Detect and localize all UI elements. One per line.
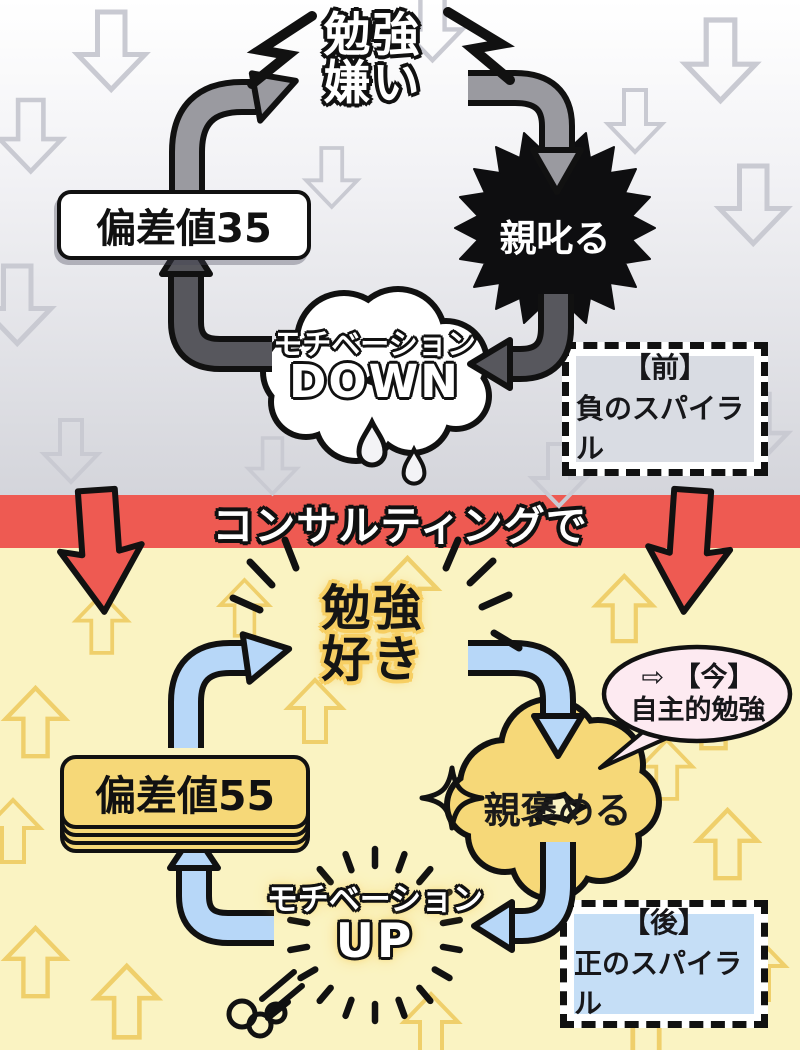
like-study-title: 勉強 好き <box>321 580 424 688</box>
right-arrow-icon: ⇨ <box>641 662 665 693</box>
scold-burst-shape <box>454 127 656 329</box>
up-tick-circle <box>287 845 463 1025</box>
deviation-55-label: 偏差値55 <box>94 772 276 820</box>
sparkle-icon <box>419 765 485 831</box>
deviation-35-label: 偏差値35 <box>96 206 272 252</box>
cycle-arrow-score-to-like <box>168 631 293 748</box>
hate-study-title: 勉強 嫌い <box>323 8 422 111</box>
after-label-box: 【後】 正のスパイラル <box>560 900 768 1028</box>
cycle-arrow-like-to-praise <box>468 640 585 759</box>
parent-scold-label: 親叱る <box>499 217 611 260</box>
motivation-down-label: モチベーション DOWN <box>273 327 476 408</box>
parent-praise-label: 親褒める <box>483 789 632 832</box>
deviation-55-box: 偏差値55 <box>60 755 310 829</box>
now-speech-bubble-shape <box>598 644 793 770</box>
emphasis-lines <box>229 536 523 652</box>
lightning-icon <box>246 7 515 89</box>
deviation-35-box: 偏差値35 <box>57 190 311 260</box>
before-label-box: 【前】 負のスパイラル <box>562 342 768 476</box>
now-bubble-text: ⇨ 【今】 自主的勉強 <box>630 662 766 726</box>
cycle-arrow-hate-to-scold <box>468 70 584 195</box>
motivation-up-label: モチベーション UP <box>266 882 484 969</box>
banner-text: コンサルティングで <box>212 501 588 550</box>
speed-puff-icon <box>226 969 305 1039</box>
cycle-arrow-score-to-hate <box>169 70 299 214</box>
